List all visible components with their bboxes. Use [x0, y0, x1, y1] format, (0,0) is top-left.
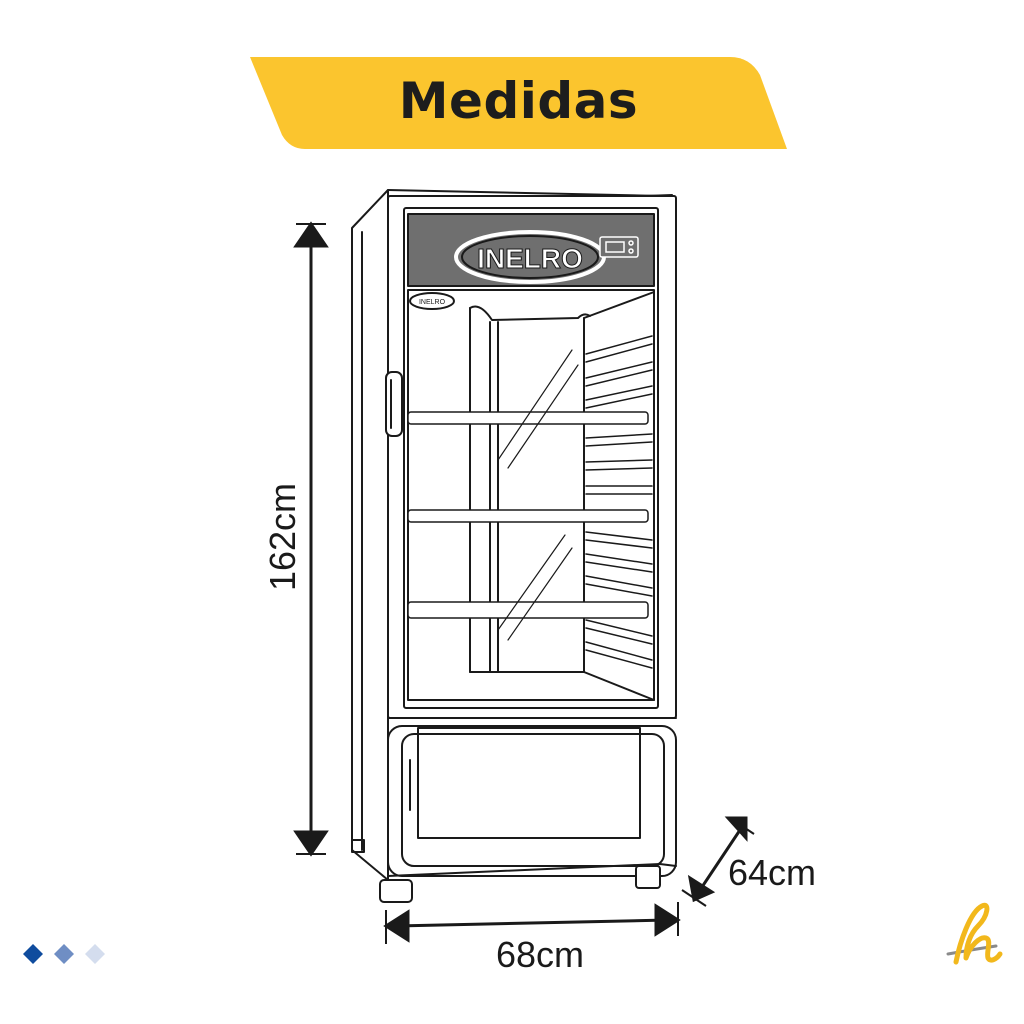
script-h-logo-icon	[946, 902, 1003, 965]
pagination-dots	[23, 944, 105, 964]
height-label: 162cm	[262, 483, 303, 591]
brand-label: INELRO	[477, 243, 583, 274]
page-title: Medidas	[398, 72, 639, 130]
header-banner: Medidas	[250, 57, 787, 149]
thermostat-display	[599, 236, 639, 258]
dimension-arrows	[293, 221, 755, 944]
banner-shape	[250, 57, 787, 149]
brand-tag-label: INELRO	[419, 299, 446, 306]
height-value: 162cm	[262, 482, 303, 592]
depth-label: 64cm	[728, 852, 817, 893]
diamond-dot-icon-2	[54, 944, 74, 964]
width-label: 68cm	[495, 934, 585, 975]
diamond-dot-icon-1	[23, 944, 43, 964]
brand-logo: INELRO	[454, 230, 606, 284]
diamond-dot-icon-3	[85, 944, 105, 964]
